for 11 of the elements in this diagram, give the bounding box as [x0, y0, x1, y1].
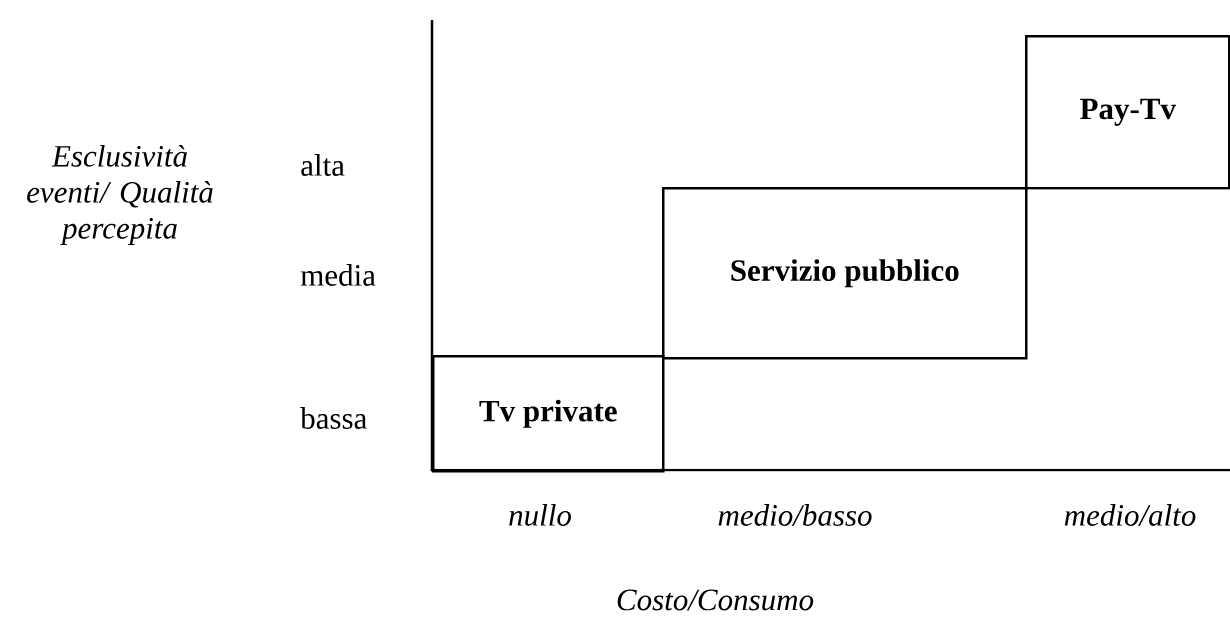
axis-title: Costo/Consumo	[617, 589, 814, 611]
axis-title: Esclusività eventi/ Qualità percepita	[27, 144, 213, 246]
category-box: Servizio pubblico	[662, 187, 1028, 360]
axis-label: nullo	[509, 504, 571, 526]
axis-label: alta	[301, 154, 345, 176]
axis-label: media	[300, 264, 376, 286]
category-box: Pay-Tv	[1025, 35, 1230, 190]
axis-label: medio/basso	[718, 504, 872, 526]
axis-label: bassa	[300, 407, 367, 429]
category-box: Tv private	[432, 355, 665, 473]
axis-label: medio/alto	[1064, 504, 1196, 526]
